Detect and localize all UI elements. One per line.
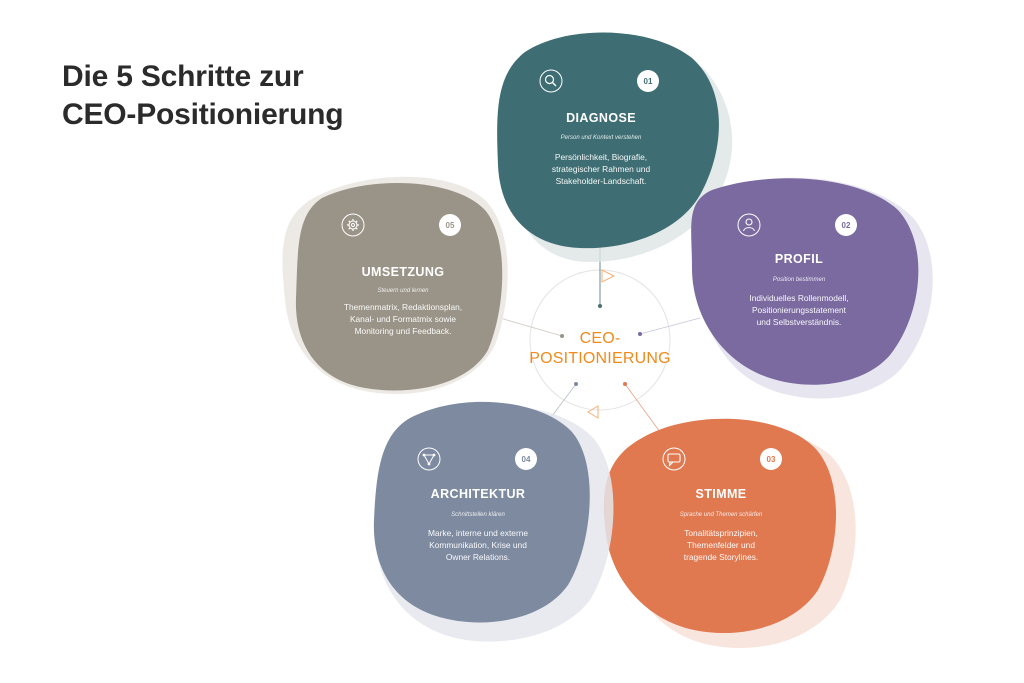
architektur-body-line-2: Kommunikation, Krise und: [429, 540, 527, 550]
connector-stimme: [624, 383, 661, 433]
architektur-number: 04: [522, 455, 531, 464]
connector-profil: [639, 317, 701, 335]
umsetzung-number: 05: [446, 221, 455, 230]
diagnose-body-line-1: Persönlichkeit, Biografie,: [555, 152, 647, 162]
search-icon: [539, 69, 563, 93]
title-line-1: Die 5 Schritte zur: [62, 60, 304, 93]
architektur-body-line-3: Owner Relations.: [446, 552, 510, 562]
stimme-body-line-1: Tonalitätsprinzipien,: [684, 528, 758, 538]
stimme-body-line-3: tragende Storylines.: [684, 552, 759, 562]
chat-icon: [662, 447, 686, 471]
diagnose-number: 01: [644, 77, 653, 86]
architektur-subtitle: Schnittstellen klären: [451, 512, 505, 518]
stimme-title: STIMME: [695, 487, 746, 501]
profil-body-line-1: Individuelles Rollenmodell,: [749, 293, 848, 303]
gear-icon: [341, 213, 365, 237]
center-label-line-1: CEO-: [580, 330, 621, 347]
umsetzung-number-badge: [439, 214, 461, 236]
profil-number: 02: [842, 221, 851, 230]
profil-body-line-2: Positionierungsstatement: [752, 305, 847, 315]
network-icon: [417, 447, 441, 471]
page-title: Die 5 Schritte zur CEO-Positionierung: [62, 58, 344, 134]
stimme-subtitle: Sprache und Themen schärfen: [680, 512, 763, 518]
step-profil: 02 PROFIL Position bestimmen Individuell…: [691, 177, 933, 399]
diagnose-body-line-3: Stakeholder-Landschaft.: [556, 176, 647, 186]
umsetzung-subtitle: Steuern und lernen: [377, 288, 429, 294]
step-stimme: 03 STIMME Sprache und Themen schärfen To…: [603, 418, 856, 648]
connector-umsetzung: [499, 317, 563, 337]
umsetzung-body-line-1: Themenmatrix, Redaktionsplan,: [344, 302, 462, 312]
title-line-2: CEO-Positionierung: [62, 98, 344, 131]
profil-title: PROFIL: [775, 252, 823, 266]
step-diagnose: 01 DIAGNOSE Person und Kontext verstehen…: [497, 32, 733, 262]
umsetzung-title: UMSETZUNG: [362, 265, 445, 279]
center-label-line-2: POSITIONIERUNG: [529, 350, 670, 367]
architektur-body-line-1: Marke, interne und externe: [428, 528, 528, 538]
diagnose-subtitle: Person und Kontext verstehen: [561, 135, 642, 141]
umsetzung-blob: [295, 182, 503, 391]
center-hub: CEO- POSITIONIERUNG: [499, 248, 701, 433]
profil-number-badge: [835, 214, 857, 236]
step-umsetzung: 05 UMSETZUNG Steuern und lernen Themenma…: [282, 176, 508, 395]
person-icon: [737, 213, 761, 237]
diagnose-body-line-2: strategischer Rahmen und: [552, 164, 651, 174]
profil-subtitle: Position bestimmen: [773, 277, 826, 283]
diagnose-number-badge: [637, 70, 659, 92]
stimme-blob: [603, 418, 837, 634]
step-architektur: 04 ARCHITEKTUR Schnittstellen klären Mar…: [373, 401, 614, 642]
umsetzung-body-line-3: Monitoring und Feedback.: [355, 326, 452, 336]
stimme-number: 03: [767, 455, 776, 464]
stimme-body-line-2: Themenfelder und: [687, 540, 755, 550]
umsetzung-body-line-2: Kanal- und Formatmix sowie: [350, 314, 456, 324]
arrow-marker-top: [601, 269, 616, 283]
diagnose-title: DIAGNOSE: [566, 111, 636, 125]
diagnose-blob: [497, 32, 719, 249]
arrow-marker-bottom: [587, 405, 599, 419]
architektur-number-badge: [515, 448, 537, 470]
profil-blob: [691, 178, 919, 385]
architektur-title: ARCHITEKTUR: [431, 487, 526, 501]
stimme-number-badge: [760, 448, 782, 470]
profil-body-line-3: und Selbstverständnis.: [757, 317, 842, 327]
